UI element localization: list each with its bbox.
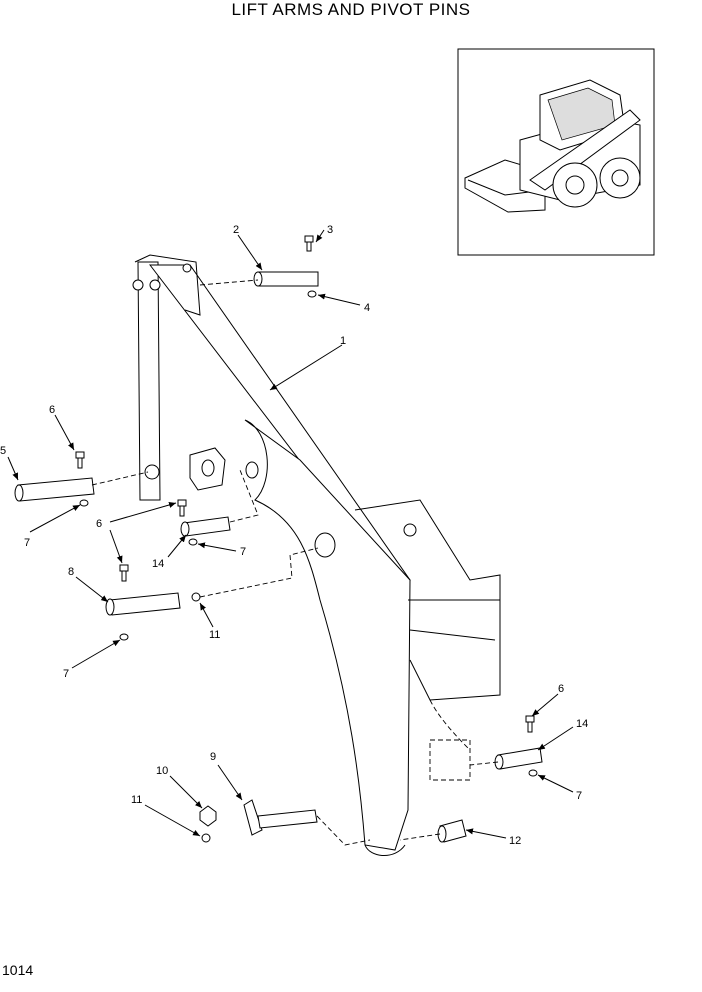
nut-4	[307, 290, 317, 298]
page-number: 1014	[2, 962, 34, 978]
bolt-6	[75, 451, 535, 733]
callout-5: 5	[0, 445, 6, 457]
callout-4: 4	[364, 302, 370, 314]
callout-7-right: 7	[576, 790, 582, 802]
callout-11-lower: 11	[131, 794, 142, 806]
pivot-pin-13	[180, 516, 231, 537]
pivot-pin-2	[253, 271, 319, 287]
callout-14: 14	[576, 718, 588, 730]
bushing	[245, 461, 259, 479]
pivot-pin-8	[105, 592, 181, 616]
callout-1: 1	[340, 335, 346, 347]
fitting-11	[191, 592, 201, 602]
callout-3: 3	[327, 224, 333, 236]
callout-13: 14	[152, 558, 164, 570]
fitting-11-lower	[201, 833, 211, 843]
bracket-block	[189, 447, 226, 491]
nut-10	[199, 805, 217, 827]
callout-labels: 1 2 3 4 5 6 6 7 7 14 8 11 7 6 14 9 10 7 …	[0, 224, 588, 847]
callout-7-center: 7	[240, 546, 246, 558]
callout-8: 8	[68, 566, 74, 578]
callout-12: 12	[509, 835, 521, 847]
callout-7-left: 7	[24, 537, 30, 549]
callout-11-upper: 11	[209, 629, 220, 641]
lift-arm	[132, 254, 501, 856]
inset-loader-illustration	[457, 48, 655, 256]
callout-6-right: 6	[558, 683, 564, 695]
callout-10: 10	[156, 765, 168, 777]
bolt-3	[304, 235, 314, 252]
callout-6-upper: 6	[49, 404, 55, 416]
callout-9: 9	[210, 751, 216, 763]
callout-6-middle: 6	[96, 518, 102, 530]
leader-lines	[7, 229, 574, 839]
nut-7	[79, 499, 538, 777]
callout-2: 2	[233, 224, 239, 236]
pivot-pin-14	[494, 747, 543, 770]
callout-7-lower: 7	[63, 668, 69, 680]
page-title: LIFT ARMS AND PIVOT PINS	[231, 0, 471, 19]
assembly-lines	[91, 279, 499, 846]
bushing-12	[437, 819, 467, 843]
pivot-pin-9	[243, 799, 318, 836]
pivot-pin-5	[14, 477, 95, 502]
